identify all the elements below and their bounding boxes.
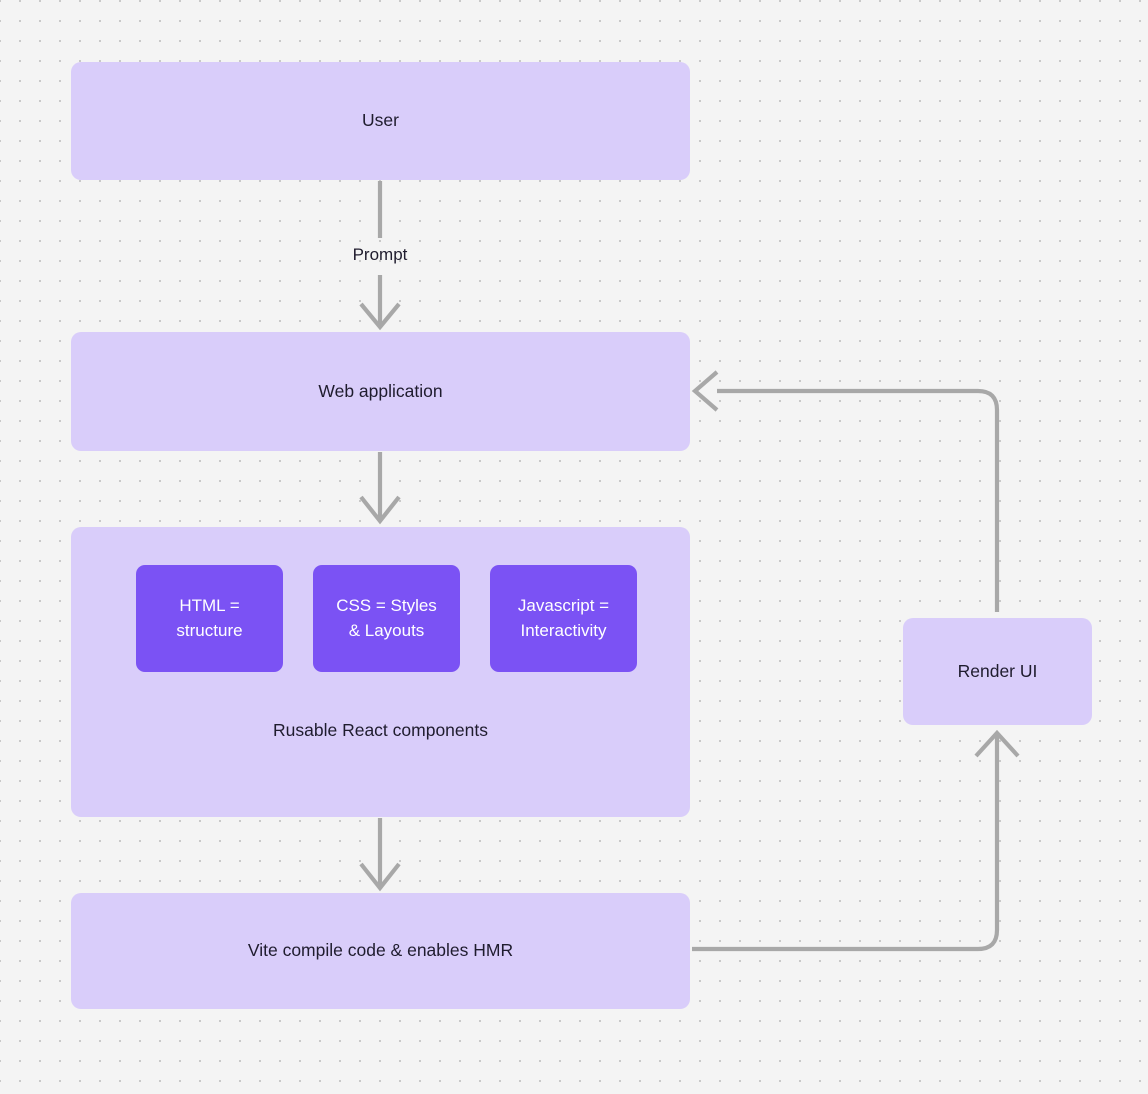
node-javascript-line2: Interactivity (520, 620, 607, 640)
node-user[interactable]: User (71, 62, 690, 180)
node-javascript[interactable]: Javascript = Interactivity (490, 565, 637, 672)
node-web-application-label: Web application (318, 380, 443, 401)
node-render-ui-label: Render UI (957, 660, 1038, 681)
edge-label-prompt-text: Prompt (352, 245, 408, 264)
node-css[interactable]: CSS = Styles & Layouts (313, 565, 460, 672)
node-components-group[interactable]: HTML = structure CSS = Styles & Layouts … (71, 527, 690, 817)
arrowhead-vite-top (359, 862, 401, 892)
node-vite-label: Vite compile code & enables HMR (247, 940, 514, 961)
edge-label-prompt: Prompt (330, 245, 430, 265)
node-render-ui[interactable]: Render UI (903, 618, 1092, 725)
node-css-line1: CSS = Styles (336, 595, 437, 615)
components-group-caption: Rusable React components (71, 719, 690, 743)
node-css-line2: & Layouts (348, 620, 425, 640)
edge-render-ui-to-webapp (717, 388, 1000, 612)
arrowhead-webapp-top (359, 302, 401, 331)
node-html[interactable]: HTML = structure (136, 565, 283, 672)
arrowhead-render-ui-bottom (974, 729, 1020, 758)
components-group-caption-text: Rusable React components (273, 720, 488, 740)
node-html-line2: structure (176, 620, 243, 640)
arrowhead-webapp-right (691, 370, 719, 412)
node-vite[interactable]: Vite compile code & enables HMR (71, 893, 690, 1009)
arrowhead-components-top (359, 495, 401, 525)
edge-vite-to-render-ui (692, 735, 1000, 952)
node-html-line1: HTML = (179, 595, 240, 615)
node-web-application[interactable]: Web application (71, 332, 690, 451)
node-javascript-line1: Javascript = (517, 595, 610, 615)
node-user-label: User (362, 110, 399, 131)
components-row: HTML = structure CSS = Styles & Layouts … (136, 565, 637, 672)
